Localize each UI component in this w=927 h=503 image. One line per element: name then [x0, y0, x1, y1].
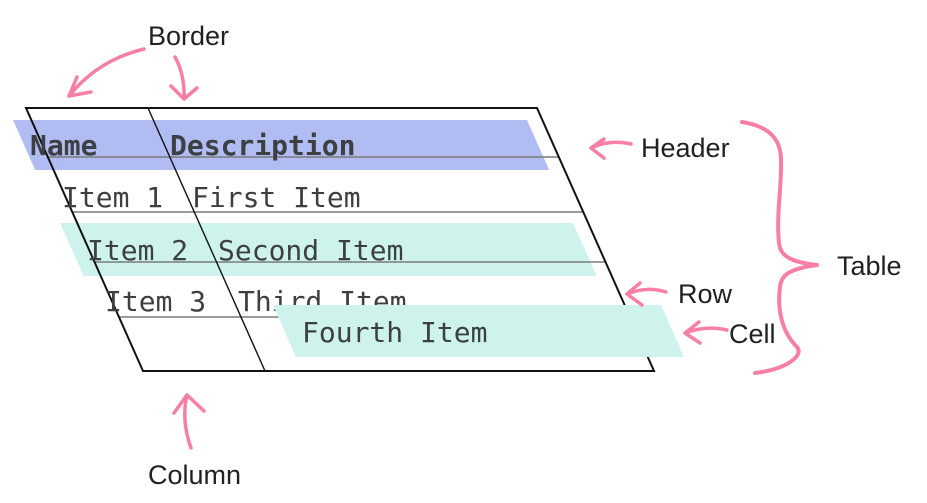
cell-arrow-icon [683, 320, 729, 345]
cell-highlight-band [273, 305, 684, 357]
table-outer-border [24, 107, 656, 372]
cell-label: Cell [729, 319, 776, 349]
cell-row2-description: Second Item [218, 234, 403, 267]
border-label: Border [148, 21, 229, 51]
border-arrow-left-icon [67, 47, 146, 98]
header-arrow-icon [589, 137, 633, 160]
cell-row4-description: Fourth Item [302, 316, 487, 349]
table-label: Table [837, 251, 902, 281]
cell-row3-name: Item 3 [105, 285, 206, 318]
header-cell-description: Description [170, 129, 355, 162]
column-separator [147, 107, 266, 372]
annotation-labels: Border Header Row Cell Table Column [148, 21, 902, 490]
column-label: Column [148, 460, 241, 490]
header-cell-name: Name [30, 129, 97, 162]
border-arrow-right-icon [169, 55, 199, 101]
header-label: Header [641, 133, 730, 163]
column-arrow-icon [172, 393, 206, 450]
table-text: Name Description Item 1 First Item Item … [30, 129, 407, 318]
table-grid [24, 107, 656, 372]
row-arrow-icon [625, 281, 668, 307]
cell-row1-name: Item 1 [62, 181, 163, 214]
table-brace-icon [740, 120, 819, 375]
cell-row1-description: First Item [192, 181, 361, 214]
row-label: Row [678, 279, 733, 309]
annotation-arrows [67, 47, 819, 450]
cell-row2-name: Item 2 [87, 234, 188, 267]
